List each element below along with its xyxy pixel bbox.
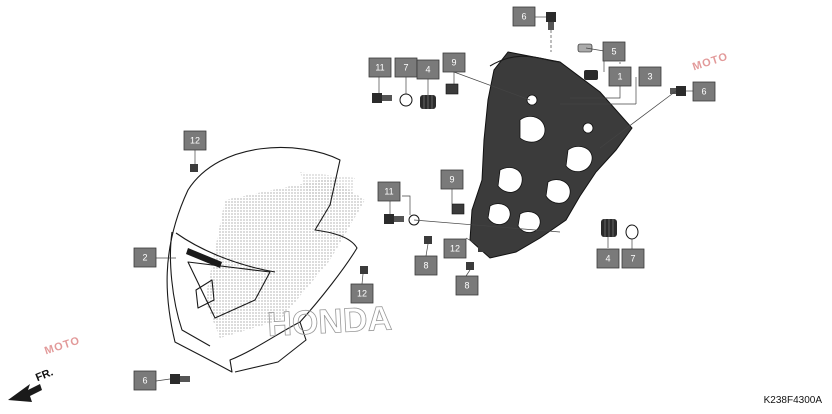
svg-text:1: 1: [617, 72, 622, 82]
svg-text:12: 12: [357, 289, 367, 299]
svg-text:12: 12: [450, 244, 460, 254]
svg-text:11: 11: [384, 187, 393, 197]
damper-top: [577, 43, 593, 53]
callout-label: 12: [190, 136, 200, 146]
screw-bottom: [170, 374, 190, 384]
svg-text:8: 8: [423, 261, 428, 271]
callout-5: 5: [602, 41, 626, 62]
callout-3: 3: [638, 66, 662, 87]
svg-text:2: 2: [142, 253, 147, 263]
cowl-dotted-edge: [300, 172, 355, 200]
front-cowl: [166, 147, 358, 373]
callout-6-a: 6: [133, 370, 157, 391]
svg-text:9: 9: [451, 58, 456, 68]
clip-upper: [445, 83, 459, 95]
clip-mid: [451, 203, 465, 215]
cowl-emblem: [186, 248, 222, 268]
clip-nut-b: [466, 262, 474, 270]
callout-4-a: 4: [416, 59, 440, 80]
svg-text:9: 9: [449, 175, 454, 185]
clip-nut-e: [478, 244, 486, 252]
clip-nut-a: [424, 236, 432, 244]
clip-nut-d: [360, 266, 368, 274]
diagram-code: K238F4300A: [763, 395, 822, 406]
collar-upper: [399, 93, 413, 107]
callout-8-a: 8: [414, 255, 438, 276]
callout-2: 2: [133, 247, 157, 268]
rubber-grommet-lower: [601, 219, 617, 237]
callout-7-b: 7: [621, 248, 645, 269]
cowl-dotted-panel: [205, 178, 365, 338]
leader-lines: [155, 16, 696, 382]
callout-9-a: 9: [442, 52, 466, 73]
honda-ghost-logo: HONDA: [266, 300, 392, 344]
svg-text:6: 6: [521, 12, 526, 22]
damper-small: [584, 70, 598, 80]
callout-11-b: 11: [377, 181, 401, 202]
bolt-mid: [384, 214, 404, 224]
callout-9-b: 9: [440, 169, 464, 190]
callout-8-b: 8: [455, 275, 479, 296]
callout-4-b: 4: [596, 248, 620, 269]
svg-text:7: 7: [630, 254, 635, 264]
svg-text:6: 6: [142, 376, 147, 386]
headlight-bracket: [469, 51, 633, 259]
svg-text:4: 4: [425, 65, 430, 75]
rubber-grommet-upper: [420, 95, 436, 109]
svg-text:5: 5: [611, 47, 616, 57]
svg-text:4: 4: [605, 254, 610, 264]
callout-7-a: 7: [394, 57, 418, 78]
callout-6-c: 6: [692, 81, 716, 102]
callout-11-a: 11: [368, 57, 392, 78]
svg-text:8: 8: [464, 281, 469, 291]
screw-top: [546, 12, 556, 30]
callout-1: 1: [608, 66, 632, 87]
front-arrow-icon: [8, 384, 42, 402]
screw-right: [670, 86, 686, 96]
callout-6-b: 6: [512, 6, 536, 27]
callout-12-c: 12: [443, 238, 467, 259]
collar-lower: [625, 224, 639, 240]
clip-nut-c: [190, 164, 198, 172]
svg-text:6: 6: [701, 87, 706, 97]
bolt-upper: [372, 93, 392, 103]
svg-text:3: 3: [647, 72, 652, 82]
callout-12-a: 12: [183, 130, 207, 151]
svg-text:11: 11: [375, 63, 384, 73]
svg-text:7: 7: [403, 63, 408, 73]
callout-12-b: 12: [350, 283, 374, 304]
